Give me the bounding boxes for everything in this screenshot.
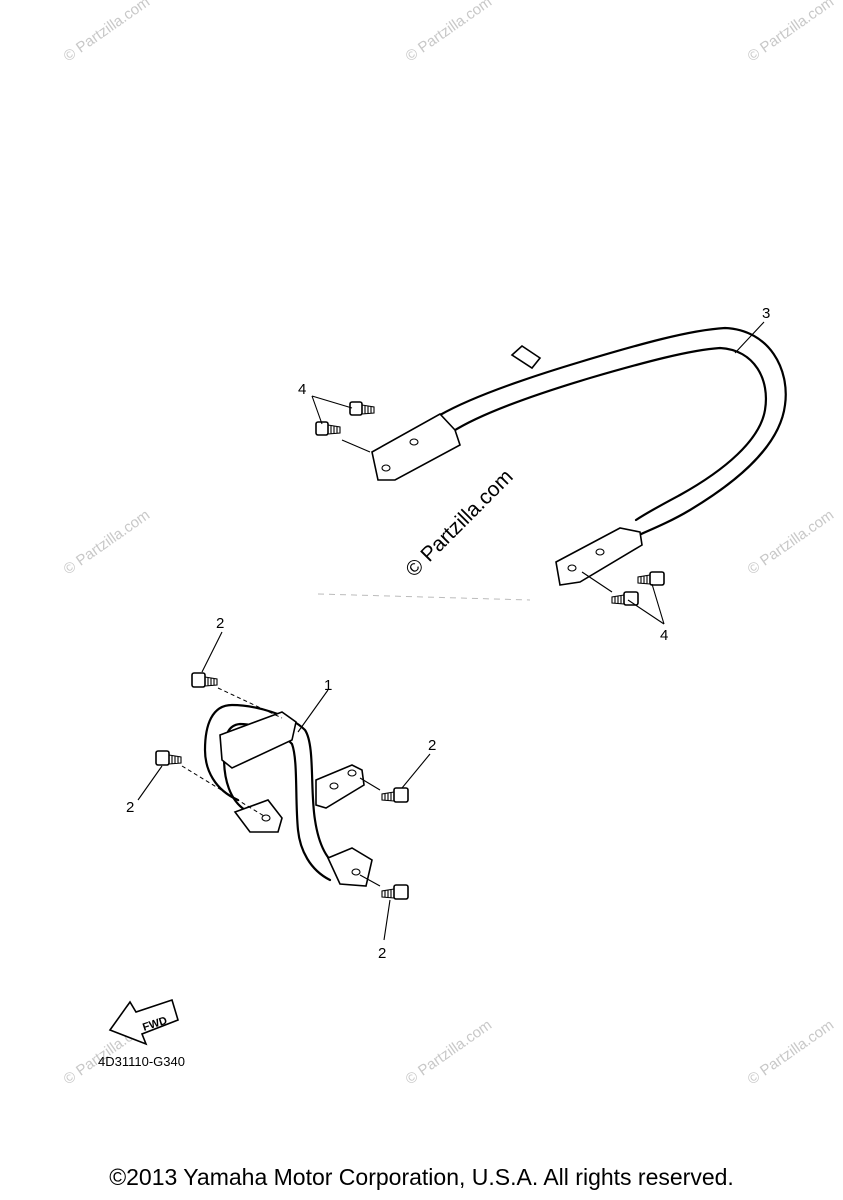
leader-lines [137,321,765,941]
artifact-line [317,593,531,601]
copyright-notice: ©2013 Yamaha Motor Corporation, U.S.A. A… [109,1164,734,1190]
front-grab-bar [203,703,373,887]
callout-2: 2 [126,799,134,816]
callout-3: 3 [762,305,770,322]
callout-4: 4 [298,381,306,398]
watermark: © Partzilla.com [403,0,496,65]
bolts-part-2 [155,672,409,900]
diagram-code: 4D31110-G340 [98,1054,185,1069]
callouts: 3 4 4 1 2 2 2 2 [126,305,770,962]
watermark: © Partzilla.com [745,0,838,65]
watermark: © Partzilla.com [745,506,838,578]
watermark: © Partzilla.com [61,0,154,65]
callout-2: 2 [378,945,386,962]
watermark: © Partzilla.com [61,506,154,578]
center-watermark: © Partzilla.com [401,465,517,581]
rear-grab-bar [371,326,787,586]
callout-2: 2 [428,737,436,754]
watermark: © Partzilla.com [403,1016,496,1088]
callout-2: 2 [216,615,224,632]
bolts-part-4 [315,401,665,606]
callout-1: 1 [324,677,332,694]
callout-4: 4 [660,627,668,644]
watermark: © Partzilla.com [745,1016,838,1088]
